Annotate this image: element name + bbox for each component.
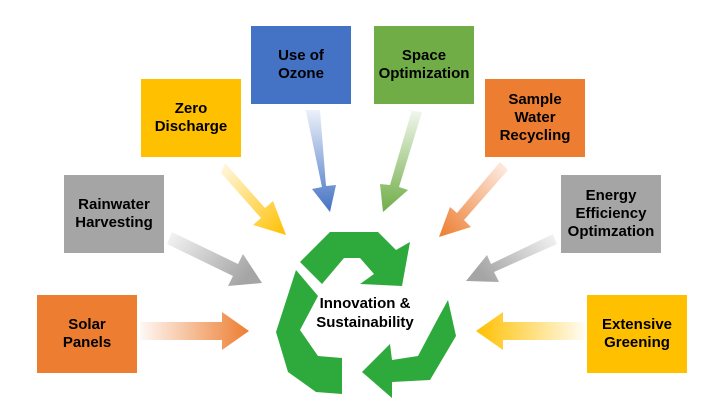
node-label: Zero Discharge: [154, 100, 228, 135]
arrow-extensive-greening: [476, 312, 585, 350]
arrow-space-optimization: [380, 110, 422, 212]
arrow-energy-efficiency: [466, 232, 557, 282]
recycle-icon: [276, 232, 456, 398]
node-label: Energy Efficiency Optimzation: [567, 187, 655, 240]
node-label: Solar Panels: [62, 316, 112, 351]
arrow-use-of-ozone: [304, 110, 336, 212]
node-label: Use of Ozone: [278, 47, 324, 82]
node-label: Space Optimization: [378, 47, 470, 82]
node-rainwater-harvesting: Rainwater Harvesting: [64, 175, 164, 253]
node-sample-water-recycling: Sample Water Recycling: [485, 79, 585, 157]
node-label: Sample Water Recycling: [499, 91, 571, 144]
arrow-rainwater-harvesting: [167, 232, 262, 286]
arrow-solar-panels: [140, 312, 249, 350]
node-label: Rainwater Harvesting: [75, 196, 153, 231]
node-extensive-greening: Extensive Greening: [587, 295, 687, 373]
node-space-optimization: Space Optimization: [374, 26, 474, 104]
node-solar-panels: Solar Panels: [37, 295, 137, 373]
node-energy-efficiency: Energy Efficiency Optimzation: [561, 175, 661, 253]
arrow-sample-water-recycling: [439, 160, 508, 237]
node-use-of-ozone: Use of Ozone: [251, 26, 351, 104]
center-label: Innovation & Sustainability: [316, 295, 414, 331]
arrow-zero-discharge: [221, 163, 286, 235]
node-label: Extensive Greening: [601, 316, 673, 351]
node-zero-discharge: Zero Discharge: [141, 79, 241, 157]
